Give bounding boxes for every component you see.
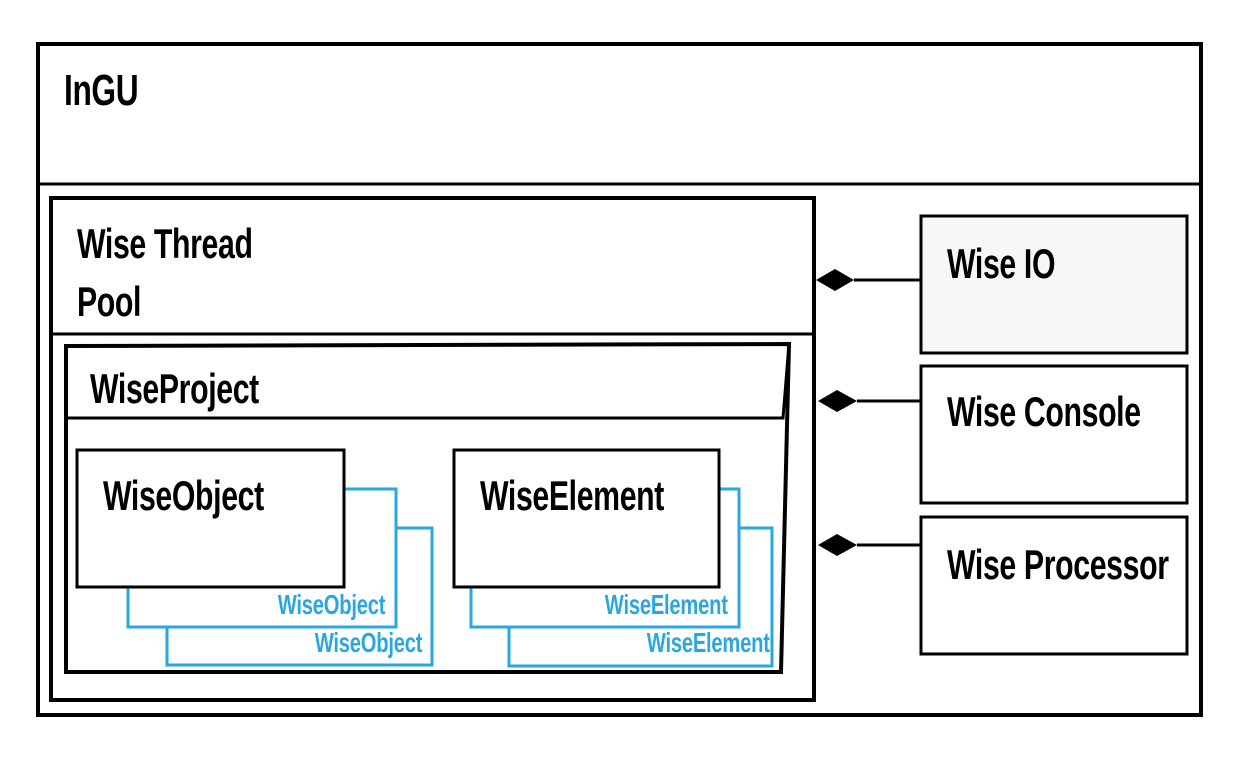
element-stack-label-1: WiseElement bbox=[605, 589, 728, 620]
thread-pool-title-line1: Wise Thread bbox=[77, 220, 253, 267]
ingu-outer-frame bbox=[36, 42, 1203, 717]
object-title: WiseObject bbox=[103, 472, 264, 519]
project-header-box bbox=[64, 342, 791, 420]
object-stack-label-2: WiseObject bbox=[314, 627, 423, 658]
project-title: WiseProject bbox=[90, 365, 259, 412]
connector-io-diamond bbox=[816, 269, 854, 291]
thread-pool-title-line2: Pool bbox=[77, 278, 142, 325]
wise-io-title: Wise IO bbox=[947, 240, 1056, 287]
element-stack-label-2: WiseElement bbox=[647, 627, 770, 658]
wise-processor-box bbox=[919, 515, 1189, 656]
thread-pool-box bbox=[49, 196, 816, 702]
element-title: WiseElement bbox=[480, 472, 664, 519]
element-front-box bbox=[452, 448, 721, 589]
connector-console-diamond bbox=[818, 390, 857, 412]
wise-console-box bbox=[919, 364, 1189, 505]
object-stack-label-1: WiseObject bbox=[277, 589, 386, 620]
ingu-title: InGU bbox=[64, 66, 139, 115]
connector-processor-diamond bbox=[818, 534, 857, 556]
wise-io-box bbox=[919, 214, 1189, 355]
wise-console-title: Wise Console bbox=[947, 388, 1141, 435]
object-front-box bbox=[75, 448, 346, 589]
wise-processor-title: Wise Processor bbox=[947, 541, 1169, 588]
